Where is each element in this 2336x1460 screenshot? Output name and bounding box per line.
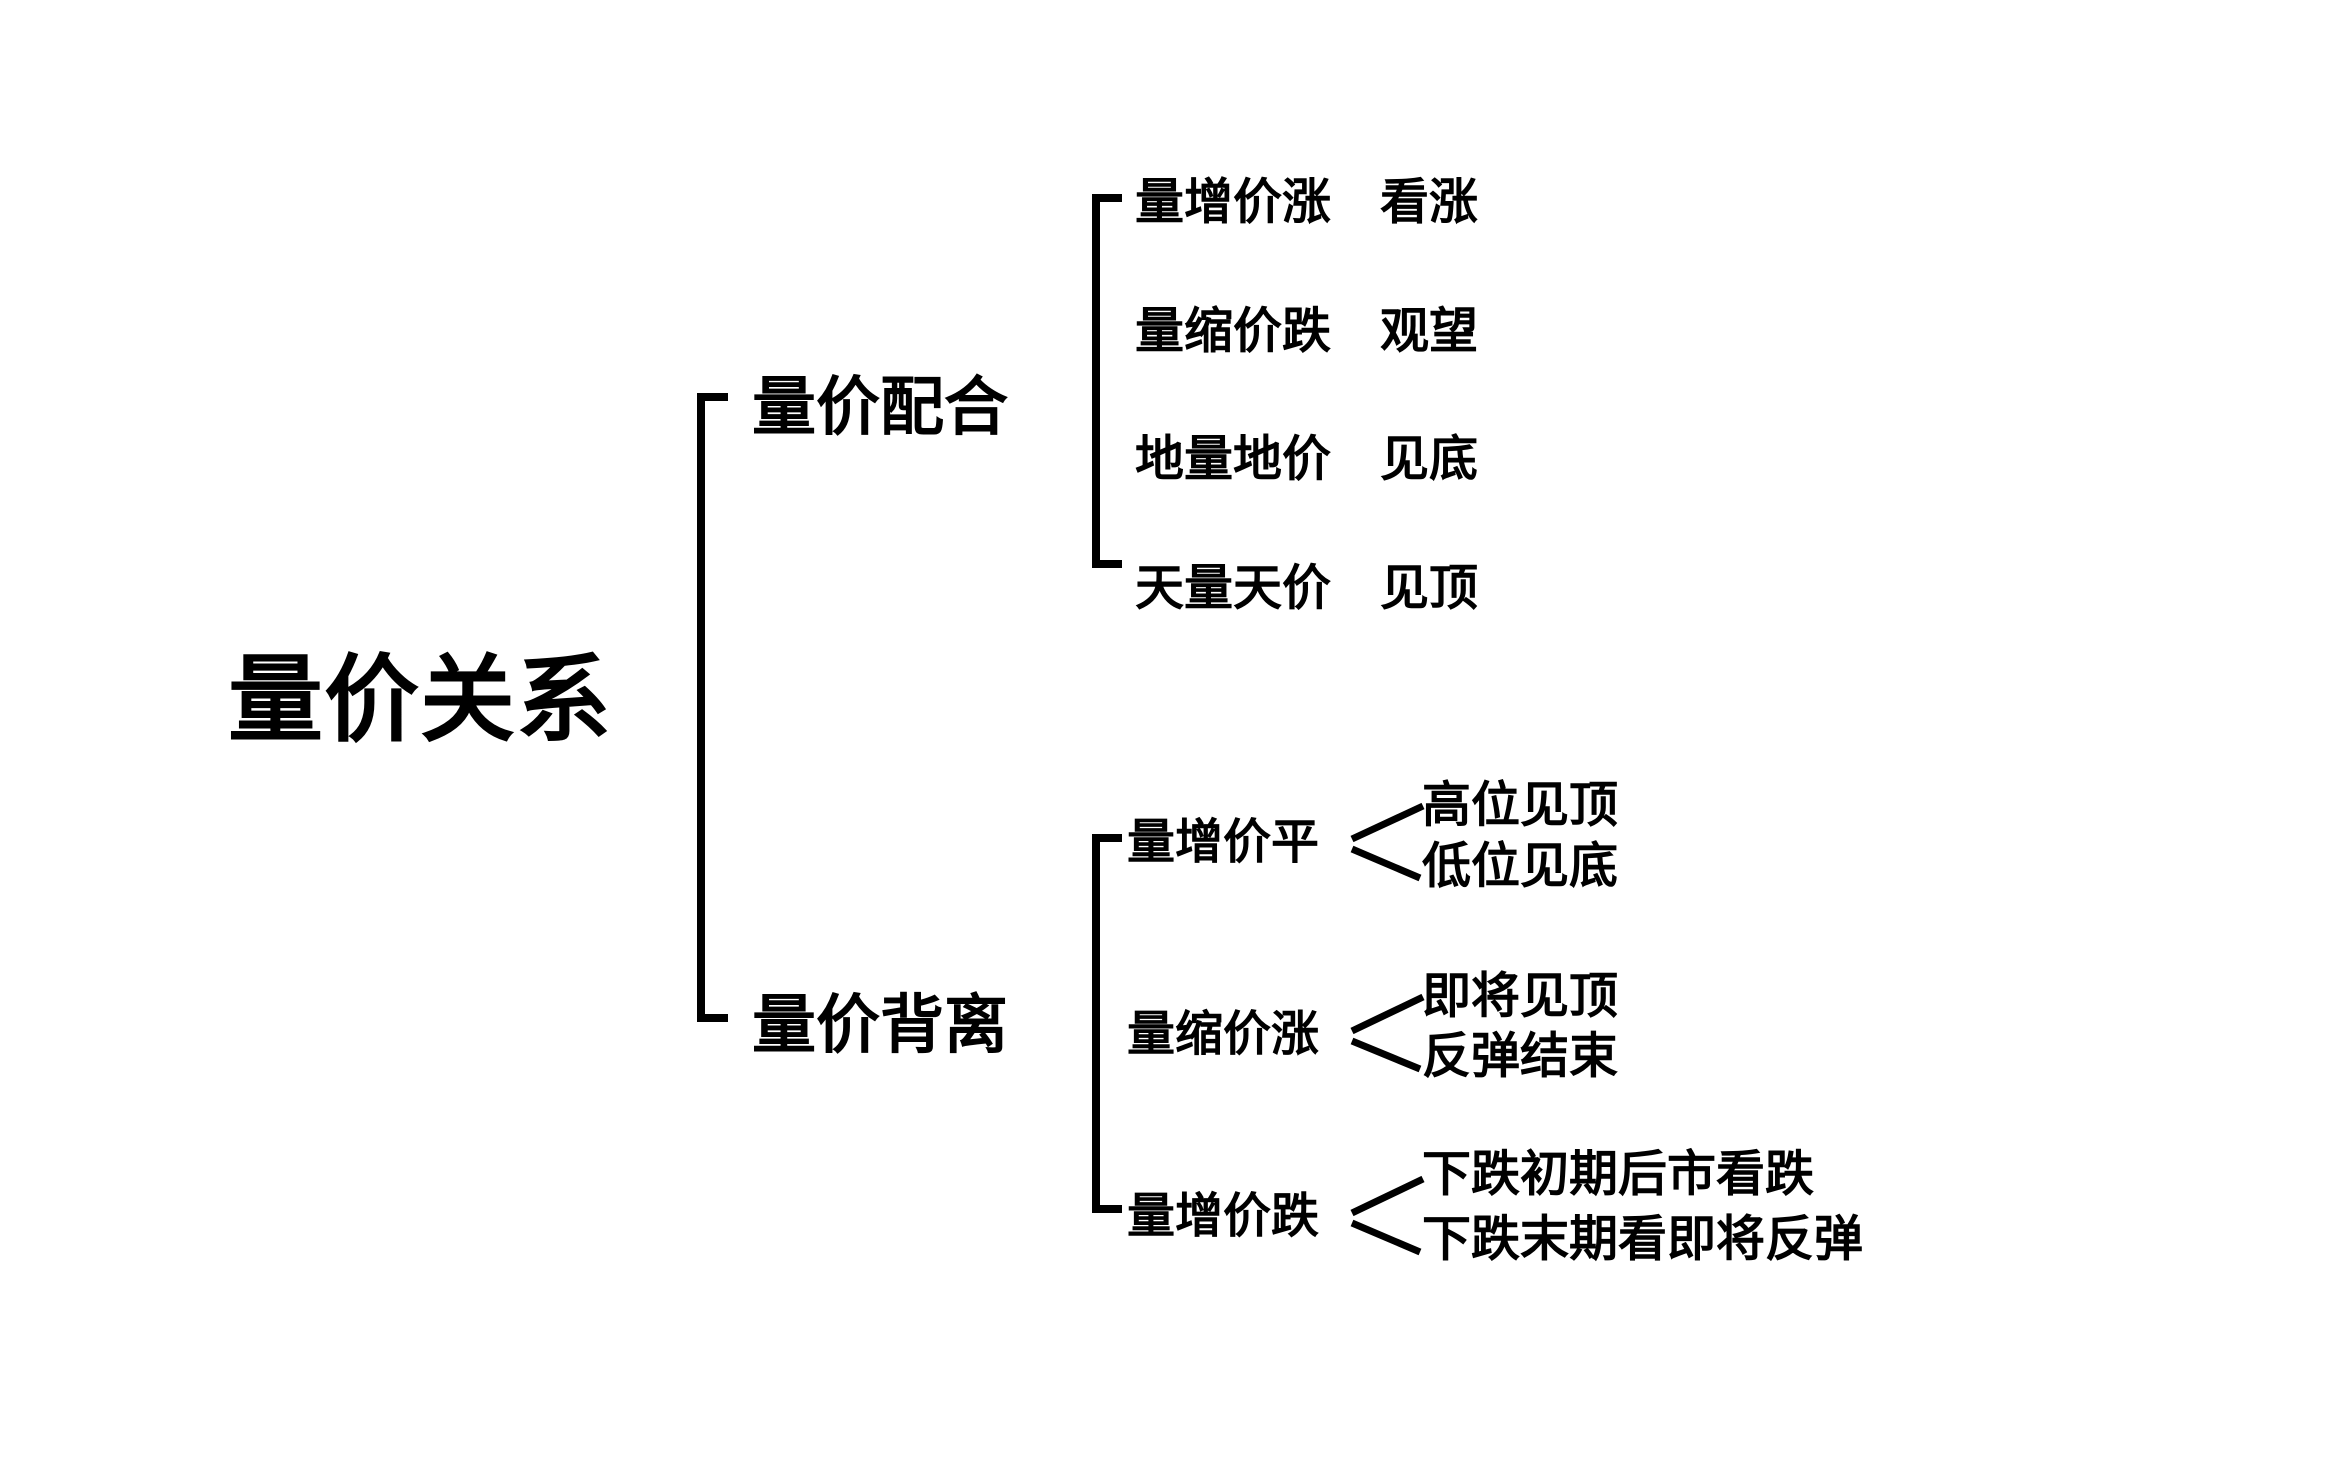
branch-match-label: 量价配合 — [752, 371, 1008, 443]
fork-line-child1-lower — [1350, 845, 1422, 882]
root-title: 量价关系 — [228, 647, 613, 754]
outcome-label: 即将见顶 — [1422, 969, 1619, 1024]
leaf-signal: 观望 — [1380, 304, 1479, 359]
outcome-label: 下跌初期后市看跌 — [1422, 1147, 1815, 1202]
child-term: 量缩价涨 — [1127, 1008, 1320, 1061]
leaf-row: 量缩价跌 观望 — [1135, 304, 1479, 359]
leaf-row: 地量地价 见底 — [1135, 432, 1479, 487]
leaf-term: 天量天价 — [1135, 561, 1332, 616]
outcome-label: 低位见底 — [1422, 839, 1619, 894]
fork-line-child2-upper — [1350, 993, 1425, 1035]
fork-line-child3-lower — [1350, 1219, 1422, 1256]
outcome-label: 反弹结束 — [1422, 1029, 1619, 1084]
leaf-term: 地量地价 — [1135, 432, 1332, 487]
child-term: 量增价平 — [1127, 816, 1320, 869]
leaf-signal: 看涨 — [1380, 175, 1479, 230]
leaf-term: 量增价涨 — [1135, 175, 1332, 230]
main-bracket-line — [697, 393, 728, 1022]
leaf-term: 量缩价跌 — [1135, 304, 1332, 359]
fork-line-child1-upper — [1350, 802, 1425, 843]
fork-line-child3-upper — [1350, 1175, 1425, 1217]
match-group-bracket-line — [1092, 194, 1122, 568]
leaf-signal: 见顶 — [1380, 561, 1479, 616]
leaf-signal: 见底 — [1380, 432, 1479, 487]
fork-line-child2-lower — [1350, 1037, 1422, 1073]
divergence-group-bracket-line — [1092, 834, 1122, 1213]
leaf-row: 天量天价 见顶 — [1135, 561, 1479, 616]
child-term: 量增价跌 — [1127, 1190, 1320, 1243]
outcome-label: 高位见顶 — [1422, 778, 1619, 833]
outcome-label: 下跌末期看即将反弹 — [1422, 1212, 1864, 1267]
leaf-row: 量增价涨 看涨 — [1135, 175, 1479, 230]
branch-divergence-label: 量价背离 — [752, 989, 1008, 1061]
